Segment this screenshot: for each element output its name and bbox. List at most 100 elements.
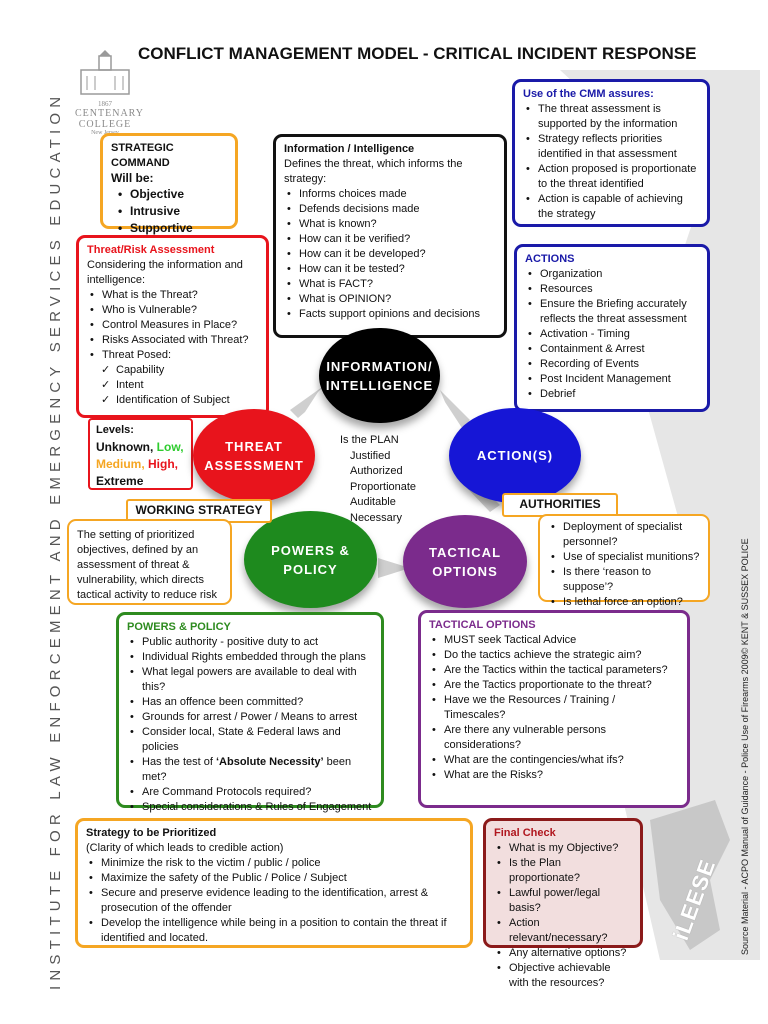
college-logo: 1867 CENTENARY COLLEGE New Jersey <box>75 50 143 136</box>
tactical-heading: TACTICAL OPTIONS <box>429 619 536 631</box>
info-intel-item: How can it be developed? <box>284 247 496 262</box>
circle-information-intelligence: INFORMATION/ INTELLIGENCE <box>319 328 440 423</box>
threat-check-item: Intent <box>101 378 258 393</box>
threat-checks: CapabilityIntentIdentification of Subjec… <box>101 363 258 408</box>
levels-heading: Levels: <box>96 424 134 436</box>
info-intel-item: What is known? <box>284 217 496 232</box>
final-check-item: Lawful power/legal basis? <box>494 886 632 916</box>
tactical-item: Are the Tactics within the tactical para… <box>429 663 679 678</box>
authorities-item: Is there ‘reason to suppose’? <box>548 565 700 595</box>
circle-threat-assessment: THREAT ASSESSMENT <box>193 409 315 502</box>
powers-item: What legal powers are available to deal … <box>127 665 373 695</box>
cmm-item: Action is capable of achieving the strat… <box>523 192 699 222</box>
actions-item: Activation - Timing <box>525 327 699 342</box>
authorities-item: Deployment of specialist personnel? <box>548 520 700 550</box>
final-check-heading: Final Check <box>494 827 556 839</box>
authorities-box: Deployment of specialist personnel?Use o… <box>538 514 710 610</box>
threat-list: What is the Threat?Who is Vulnerable?Con… <box>87 288 258 363</box>
cmm-assures-box: Use of the CMM assures: The threat asses… <box>512 79 710 227</box>
threat-check-item: Identification of Subject <box>101 393 258 408</box>
powers-list: Public authority - positive duty to actI… <box>127 635 373 755</box>
arrow-actions-to-info <box>440 390 470 428</box>
strategy-item: Secure and preserve evidence leading to … <box>86 886 462 916</box>
actions-list: OrganizationResourcesEnsure the Briefing… <box>525 267 699 402</box>
info-intel-item: What is FACT? <box>284 277 496 292</box>
tactical-item: MUST seek Tactical Advice <box>429 633 679 648</box>
final-check-item: What is my Objective? <box>494 841 632 856</box>
strategic-command-item: Intrusive <box>115 203 227 220</box>
strategy-item: Develop the intelligence while being in … <box>86 916 462 946</box>
cmm-item: Strategy reflects priorities identified … <box>523 132 699 162</box>
circle-powers-policy: POWERS & POLICY <box>244 511 377 608</box>
logo-year: 1867 <box>98 100 112 108</box>
powers-item: Special considerations & Rules of Engage… <box>127 800 373 815</box>
strategic-command-box: STRATEGIC COMMAND Will be: ObjectiveIntr… <box>100 133 238 237</box>
info-intel-item: What is OPINION? <box>284 292 496 307</box>
powers-item: Has an offence been committed? <box>127 695 373 710</box>
threat-item: Threat Posed: <box>87 348 258 363</box>
actions-heading: ACTIONS <box>525 253 575 265</box>
final-check-item: Objective achievable with the resources? <box>494 961 632 991</box>
info-intel-intro: Defines the threat, which informs the st… <box>284 158 463 185</box>
working-strategy-box: The setting of prioritized objectives, d… <box>67 519 232 605</box>
powers-test-bold: ‘Absolute Necessity’ <box>215 756 324 768</box>
source-vertical-text: Source Material - ACPO Manual of Guidanc… <box>740 538 750 955</box>
strategy-prioritized-box: Strategy to be Prioritized (Clarity of w… <box>75 818 473 948</box>
plan-item: Proportionate <box>350 480 417 493</box>
threat-check-item: Capability <box>101 363 258 378</box>
strategic-command-list: ObjectiveIntrusiveSupportive <box>115 186 227 237</box>
threat-item: Who is Vulnerable? <box>87 303 258 318</box>
circle-actions: ACTION(S) <box>449 408 581 503</box>
institute-vertical-text: INSTITUTE FOR LAW ENFORCEMENT AND EMERGE… <box>47 91 64 990</box>
plan-item: Justified <box>350 449 391 462</box>
powers-item: Individual Rights embedded through the p… <box>127 650 373 665</box>
threat-intro: Considering the information and intellig… <box>87 259 243 286</box>
final-check-item: Is the Plan proportionate? <box>494 856 632 886</box>
tactical-item: What are the Risks? <box>429 768 679 783</box>
strategic-command-item: Objective <box>115 186 227 203</box>
cmm-item: The threat assessment is supported by th… <box>523 102 699 132</box>
levels-row-2: Medium, High, <box>96 456 185 473</box>
strategy-sub: (Clarity of which leads to credible acti… <box>86 842 284 854</box>
cmm-list: The threat assessment is supported by th… <box>523 102 699 222</box>
powers-item: Grounds for arrest / Power / Means to ar… <box>127 710 373 725</box>
strategic-command-item: Supportive <box>115 220 227 237</box>
plan-item: Authorized <box>350 465 403 477</box>
strategic-command-heading: STRATEGIC COMMAND <box>111 142 174 169</box>
actions-item: Recording of Events <box>525 357 699 372</box>
cmm-item: Action proposed is proportionate to the … <box>523 162 699 192</box>
tactical-item: Do the tactics achieve the strategic aim… <box>429 648 679 663</box>
powers-item: Are Command Protocols required? <box>127 785 373 800</box>
new-jersey-map-icon <box>650 800 730 950</box>
powers-item: Public authority - positive duty to act <box>127 635 373 650</box>
plan-item: Necessary <box>350 511 402 524</box>
tactical-item: Have we the Resources / Training / Times… <box>429 693 679 723</box>
powers-test-before: Has the test of <box>142 756 216 768</box>
level-extreme: Extreme <box>96 474 144 488</box>
strategy-list: Minimize the risk to the victim / public… <box>86 856 462 946</box>
tactical-options-box: TACTICAL OPTIONS MUST seek Tactical Advi… <box>418 610 690 808</box>
threat-item: Control Measures in Place? <box>87 318 258 333</box>
tactical-item: Are there any vulnerable persons conside… <box>429 723 679 753</box>
info-intel-item: Defends decisions made <box>284 202 496 217</box>
actions-item: Containment & Arrest <box>525 342 699 357</box>
actions-item: Ensure the Briefing accurately reflects … <box>525 297 699 327</box>
strategy-item: Minimize the risk to the victim / public… <box>86 856 462 871</box>
logo-line-college: COLLEGE <box>78 119 132 130</box>
levels-box: Levels: Unknown, Low, Medium, High, Extr… <box>88 418 193 490</box>
tactical-item: Are the Tactics proportionate to the thr… <box>429 678 679 693</box>
info-intel-list: Informs choices madeDefends decisions ma… <box>284 187 496 322</box>
levels-row-1: Unknown, Low, <box>96 439 185 456</box>
page-title: CONFLICT MANAGEMENT MODEL - CRITICAL INC… <box>138 44 697 63</box>
level-low: Low, <box>156 440 184 454</box>
actions-item: Debrief <box>525 387 699 402</box>
tactical-list: MUST seek Tactical AdviceDo the tactics … <box>429 633 679 783</box>
threat-heading: Threat/Risk Assessment <box>87 244 215 256</box>
threat-item: Risks Associated with Threat? <box>87 333 258 348</box>
threat-item: What is the Threat? <box>87 288 258 303</box>
cmm-heading: Use of the CMM assures: <box>523 88 654 100</box>
strategy-item: Maximize the safety of the Public / Poli… <box>86 871 462 886</box>
powers-item: Consider local, State & Federal laws and… <box>127 725 373 755</box>
working-strategy-text: The setting of prioritized objectives, d… <box>77 529 217 601</box>
tactical-item: What are the contingencies/what ifs? <box>429 753 679 768</box>
